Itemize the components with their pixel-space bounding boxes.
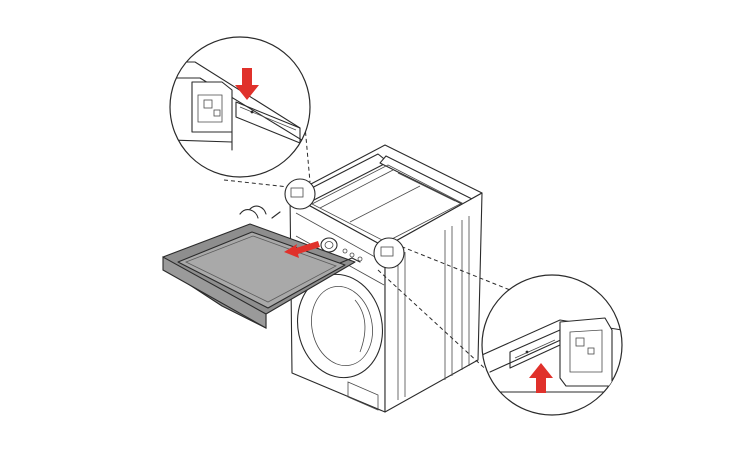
detail-circle-bottom-right (481, 274, 623, 416)
detail-marker-left (284, 178, 316, 210)
detail-marker-right (373, 237, 405, 269)
arrow-left-icon (284, 241, 320, 258)
detail-circle-top-left (169, 36, 311, 178)
washing-machine (289, 144, 483, 413)
callout-leader-lines (223, 103, 531, 388)
arrow-up-icon (529, 363, 553, 393)
arrow-down-icon (235, 68, 259, 100)
